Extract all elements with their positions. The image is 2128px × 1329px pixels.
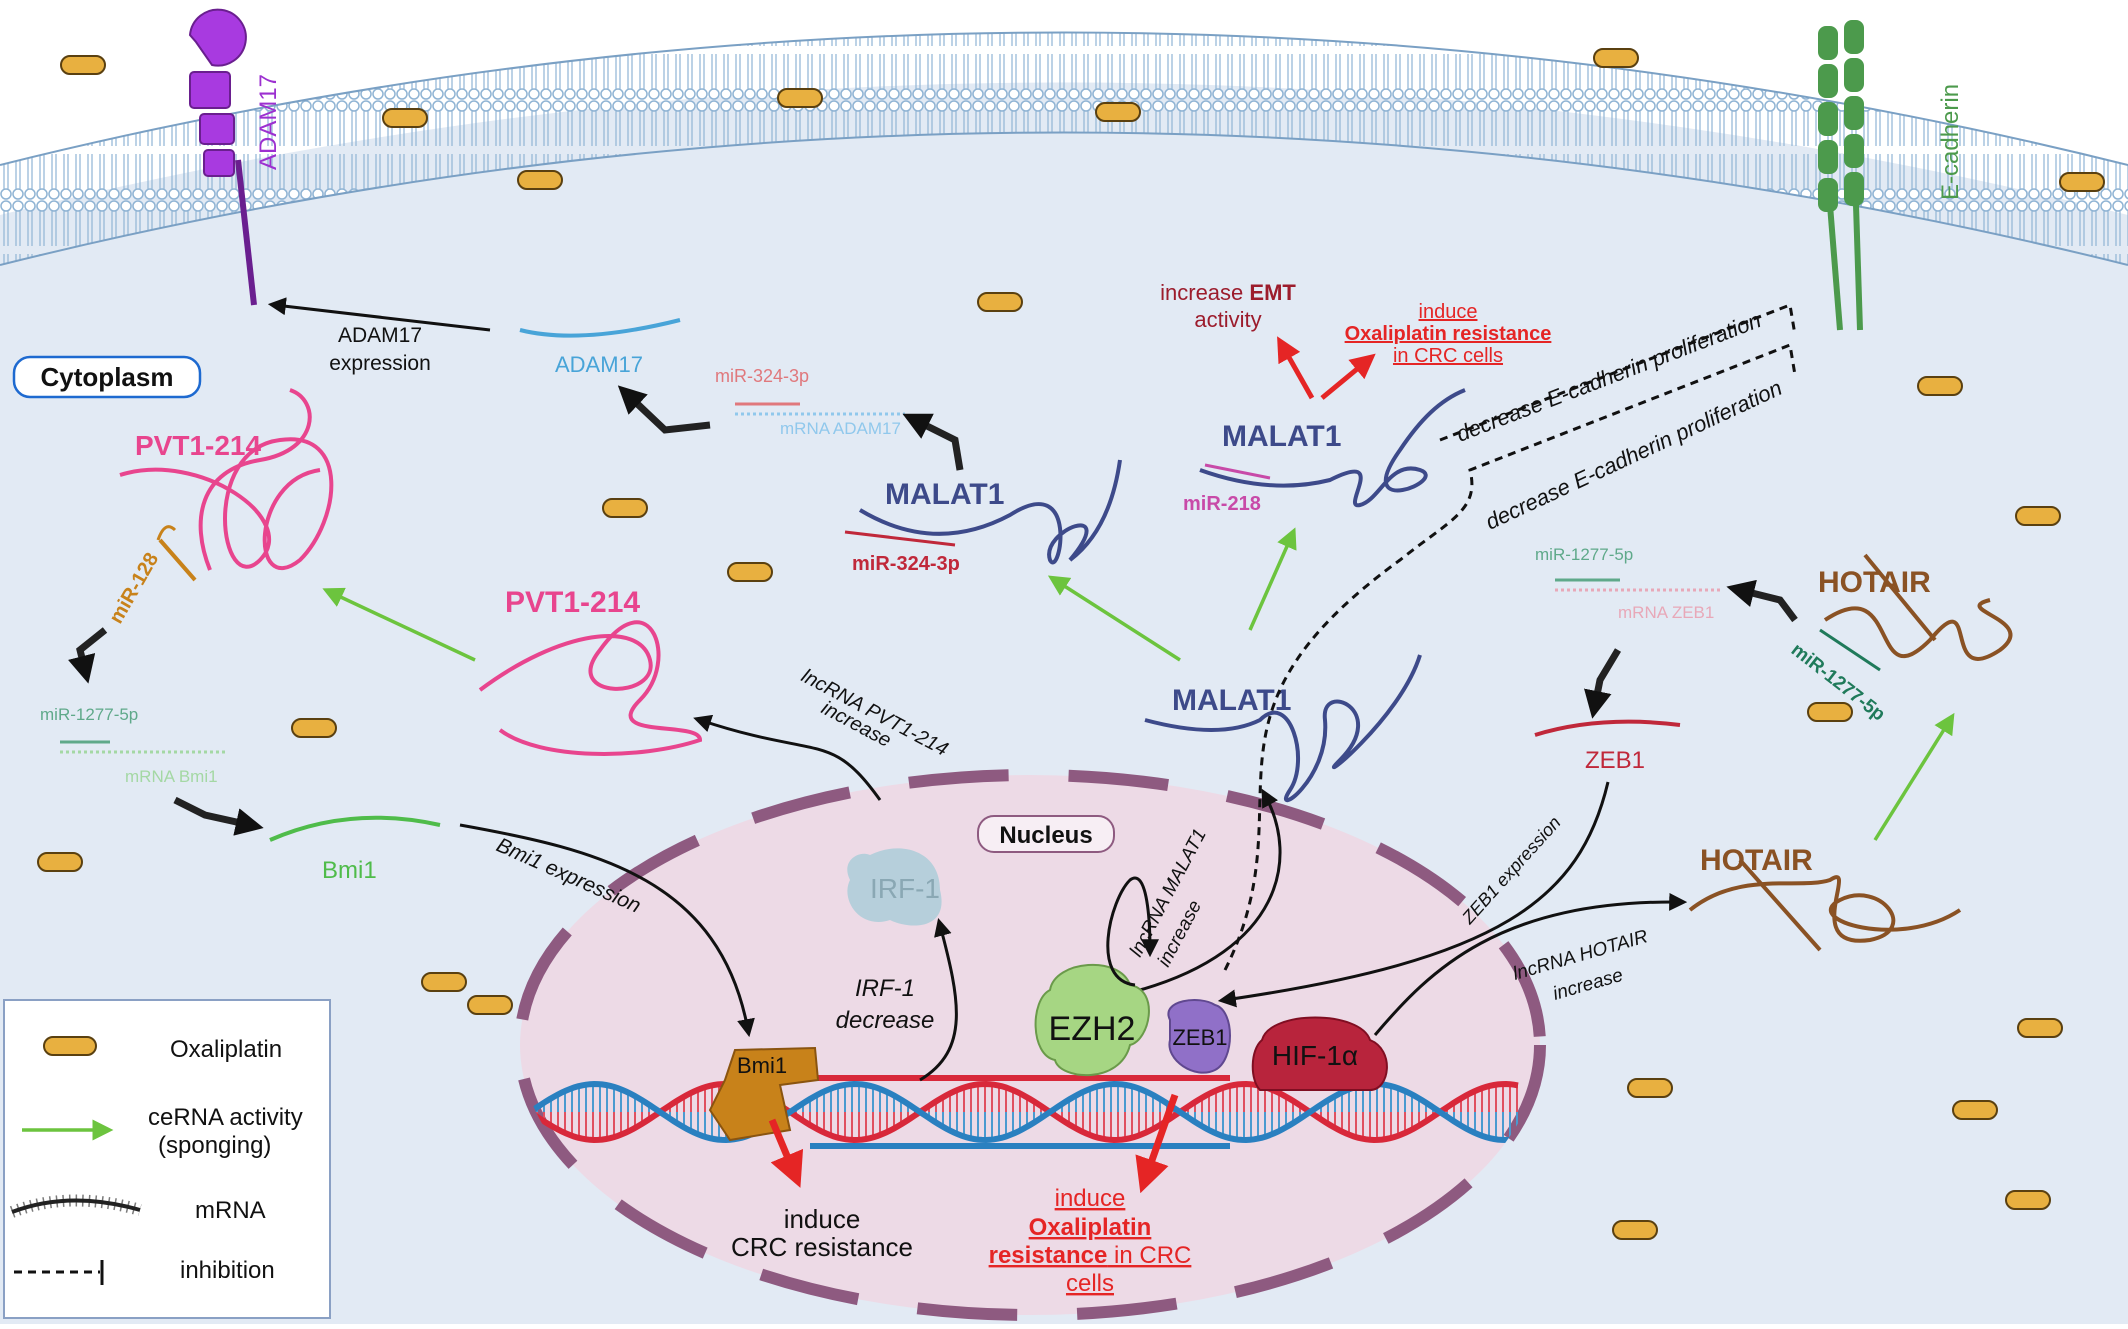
induce-oxali-top-label-1: induce [1419,301,1478,323]
bmi1-mrna-label: Bmi1 [322,857,377,884]
hotair-upper-strand [1823,598,2013,661]
oxaliplatin-molecules [37,48,2105,1240]
adam17-expression-arrow [267,297,491,332]
mir-324-3p-bottom-label: miR-324-3p [852,553,960,575]
irf1-protein-label: IRF-1 [870,873,940,904]
e-cadherin-label: E-cadherin [1937,84,1964,200]
malat1-mid-strand [858,502,1089,565]
mrna-zeb1-label: mRNA ZEB1 [1618,603,1714,622]
nucleus-badge [977,815,1115,853]
adam17-expression-label-1: ADAM17 [338,324,422,347]
malat1-low-strand [1144,654,1422,803]
bmi1-resistance-arrow [768,1118,804,1188]
zeb1-expression-arrow [1217,781,1610,1008]
to-bmi1-mrna-arrow [173,796,264,836]
hotair-increase-arrow [1373,892,1688,1036]
ezh2-label: EZH2 [1049,1010,1136,1048]
inhibition-line-2 [1223,342,1797,971]
adam17-protein-label: ADAM17 [255,74,282,170]
zeb1-mrna-label: ZEB1 [1585,747,1645,774]
zeb1-protein [1167,999,1231,1074]
legend-oxaliplatin-label: Oxaliplatin [170,1036,282,1063]
legend-inhibition-label: inhibition [180,1257,275,1284]
to-adam17-mrna-arrow [617,385,711,434]
cell-membrane [0,32,2128,265]
mir-1277-5p-left-label: miR-1277-5p [40,705,138,724]
bmi1-mrna-strand [269,815,441,842]
membrane-outer-edge [0,31,2128,166]
bmi1-protein [708,1046,820,1142]
malat1-upper-label: MALAT1 [1222,420,1341,453]
pvt1-214-mid-strand [478,620,703,756]
pvt-to-bmi1-arrow [68,627,108,684]
pvt-sponge-arrow [322,587,476,662]
adam17-mrna-label: ADAM17 [555,352,643,377]
increase-emt-label: increase EMT [1160,280,1296,305]
malat-increase-arrow [1139,788,1282,992]
malat-to-adam17-arrow [902,413,964,471]
irf1-protein [847,848,942,926]
cytoplasm-label: Cytoplasm [41,362,174,392]
induce-crc-label-2: CRC resistance [731,1232,913,1262]
mir-1277-5p-right-label: miR-1277-5p [1535,545,1633,564]
legend-cerna-label: ceRNA activity [148,1104,303,1131]
emt-activity-label: activity [1194,307,1261,332]
malat1-upper-strand [1199,388,1466,508]
to-zeb1-mrna-arrow [1584,648,1622,719]
zeb1-protein-label: ZEB1 [1172,1025,1227,1050]
inhibition-line-1 [1439,302,1797,442]
hotair-to-zeb1-arrow [1726,579,1798,623]
malat-sponge-324-arrow [1047,575,1181,662]
hif1a-label: HIF-1α [1272,1040,1358,1071]
nuclear-envelope [514,769,1546,1321]
pvt1-214-top-strand [119,437,334,571]
malat1-mid-label: MALAT1 [885,478,1004,511]
ezh2-protein [1034,964,1150,1077]
zeb1-mrna-strand [1534,719,1681,737]
adam17-protein: ADAM17 [188,8,282,306]
hotair-low-label: HOTAIR [1700,844,1813,877]
malat1-low-label: MALAT1 [1172,684,1291,717]
legend-oxaliplatin-icon [43,1036,97,1056]
irf1-decrease-label-2: decrease [836,1007,935,1034]
irf1-decrease-label-1: IRF-1 [855,975,915,1002]
pvt-increase-arrow [693,714,882,801]
induce-oxali-bottom-2: Oxaliplatin [1029,1214,1152,1241]
mrna-adam17-label: mRNA ADAM17 [780,419,901,438]
induce-oxali-bottom-3: resistance in CRC [989,1242,1192,1269]
zeb1-resistance-arrow [1135,1093,1179,1194]
pvt1-214-top-label: PVT1-214 [135,430,261,461]
malat-sponge-218-arrow [1248,527,1297,631]
induce-oxali-top-label-2: Oxaliplatin resistance [1345,323,1552,345]
e-cadherin-protein: E-cadherin [1818,20,1964,331]
legend-sponging-label: (sponging) [158,1132,271,1159]
membrane-inner-edge [0,131,2128,266]
legend-mrna-label: mRNA [195,1197,266,1224]
hotair-upper-label: HOTAIR [1818,566,1931,599]
emt-arrow [1277,336,1315,400]
hif1a-protein [1251,1016,1388,1091]
hotair-sponge-arrow [1873,712,1955,841]
bmi1-protein-label: Bmi1 [737,1053,787,1078]
mir-218-label: miR-218 [1183,493,1261,515]
pvt1-214-mid-label: PVT1-214 [505,586,640,619]
induce-oxali-top-label-3: in CRC cells [1393,345,1503,367]
oxali-top-arrow [1320,353,1376,400]
induce-crc-label-1: induce [784,1204,861,1234]
adam17-expression-label-2: expression [329,352,431,375]
hotair-low-strand [1688,875,1962,943]
adam17-mrna-strand [519,318,681,338]
nucleus-label: Nucleus [999,822,1092,849]
induce-oxali-bottom-5: cells [1066,1270,1114,1297]
bmi1-expression-arrow [459,823,755,1038]
cytoplasm-badge [12,355,202,399]
induce-oxali-bottom-1: induce [1055,1185,1126,1212]
mrna-bmi1-label: mRNA Bmi1 [125,767,218,786]
irf1-decrease-arrow [919,918,958,1082]
mir-324-3p-top-label: miR-324-3p [715,366,809,386]
